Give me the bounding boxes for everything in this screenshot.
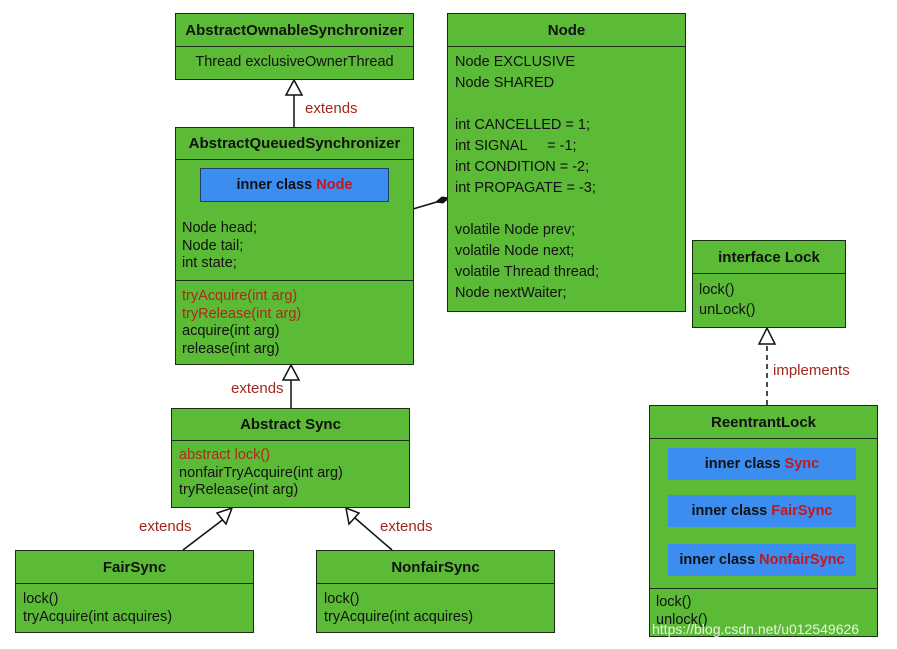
implements-arrowhead [757, 326, 777, 345]
method: tryRelease(int arg) [182, 305, 302, 322]
method: abstract lock() [179, 447, 271, 463]
method: lock() [324, 591, 360, 607]
field: int PROPAGATE = -3; [455, 180, 596, 196]
field: int SIGNAL = -1; [455, 138, 577, 154]
implements-label: implements [773, 362, 850, 379]
class-title: FairSync [16, 551, 253, 584]
class-title: Node [448, 14, 685, 47]
extends-label-sync: extends [231, 380, 284, 397]
method: tryAcquire(int acquires) [324, 608, 474, 625]
method: tryRelease(int arg) [179, 482, 299, 498]
inner-class-name: NonfairSync [759, 552, 845, 568]
method: tryAcquire(int arg) [182, 288, 298, 304]
extends-label-aqs: extends [305, 100, 358, 117]
field: volatile Thread thread; [455, 264, 600, 280]
field: volatile Node prev; [455, 222, 576, 238]
class-nonfair-sync: NonfairSync lock() tryAcquire(int acquir… [316, 550, 555, 633]
method: unLock() [699, 302, 756, 318]
class-fair-sync: FairSync lock() tryAcquire(int acquires) [15, 550, 254, 633]
field: Thread exclusiveOwnerThread [195, 54, 394, 70]
class-title: NonfairSync [317, 551, 554, 584]
nonfair-extends-line [354, 517, 393, 551]
inner-class-name: Sync [784, 456, 820, 472]
inner-class-prefix: inner class [691, 503, 768, 519]
class-title: AbstractOwnableSynchronizer [176, 14, 413, 47]
class-node: Node Node EXCLUSIVE Node SHARED int CANC… [447, 13, 686, 312]
extends-label-nonfair: extends [380, 518, 433, 535]
composition-diamond [434, 196, 451, 204]
field: volatile Node next; [455, 243, 575, 259]
field: int state; [182, 255, 237, 271]
field: int CANCELLED = 1; [455, 117, 590, 133]
fair-extends-line [182, 517, 226, 551]
method: nonfairTryAcquire(int arg) [179, 464, 343, 481]
method: acquire(int arg) [182, 323, 280, 339]
method: lock() [699, 282, 735, 298]
class-title: ReentrantLock [650, 406, 877, 439]
method: lock() [23, 591, 59, 607]
inner-class-prefix: inner class [704, 456, 781, 472]
method: unlock() [656, 611, 708, 628]
class-abstract-sync: Abstract Sync abstract lock() nonfairTry… [171, 408, 410, 508]
method: lock() [656, 594, 692, 610]
field: int CONDITION = -2; [455, 159, 590, 175]
sync-extends-arrowhead [281, 363, 301, 381]
fair-extends-arrowhead [215, 506, 234, 526]
inner-class-name: FairSync [771, 503, 833, 519]
watermark-text: https://blog.csdn.net/u012549626 [652, 621, 860, 637]
class-abstract-ownable-synchronizer: AbstractOwnableSynchronizer Thread exclu… [175, 13, 414, 80]
inner-class-name: Node [316, 177, 353, 193]
interface-lock: interface Lock lock() unLock() [692, 240, 846, 328]
field: Node SHARED [455, 75, 555, 91]
method: release(int arg) [182, 340, 280, 357]
extends-label-fair: extends [139, 518, 192, 535]
class-title: interface Lock [693, 241, 845, 274]
field: Node tail; [182, 237, 244, 254]
inner-class-prefix: inner class [236, 177, 313, 193]
field: Node EXCLUSIVE [455, 54, 576, 70]
nonfair-extends-arrowhead [345, 506, 361, 526]
method: tryAcquire(int acquires) [23, 608, 173, 625]
class-title: Abstract Sync [172, 409, 409, 441]
inner-class-prefix: inner class [679, 552, 756, 568]
field: Node head; [182, 220, 257, 236]
aqs-extends-arrowhead [284, 78, 304, 96]
class-title: AbstractQueuedSynchronizer [176, 128, 413, 160]
field: Node nextWaiter; [455, 285, 567, 301]
